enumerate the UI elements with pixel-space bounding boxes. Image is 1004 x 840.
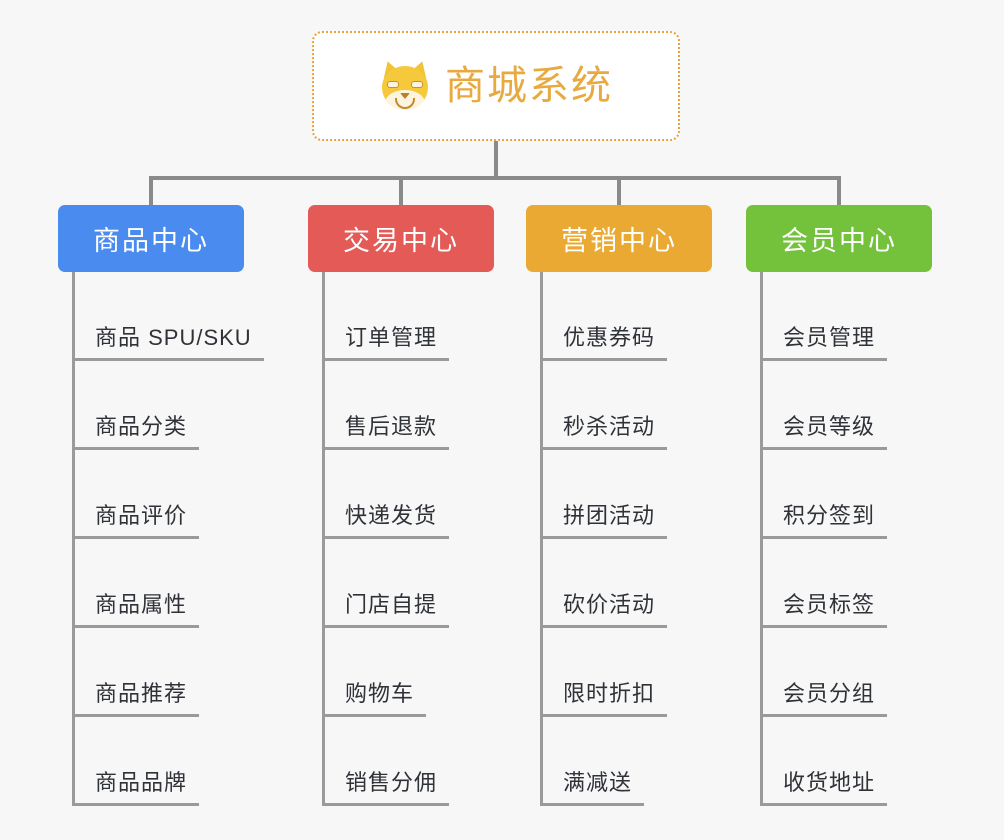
leaf-item[interactable]: 商品推荐 — [73, 628, 244, 717]
shiba-nose-icon — [400, 93, 410, 99]
leaf-item[interactable]: 积分签到 — [761, 450, 932, 539]
leaf-item[interactable]: 会员分组 — [761, 628, 932, 717]
leaf-item-label: 商品评价 — [73, 502, 200, 539]
branch-column-4: 会员中心会员管理会员等级积分签到会员标签会员分组收货地址 — [746, 205, 932, 806]
branch-spine-1 — [72, 272, 75, 806]
root-node[interactable]: 商城系统 — [312, 31, 680, 141]
shiba-eye-right-icon — [411, 81, 423, 88]
branch-column-2: 交易中心订单管理售后退款快递发货门店自提购物车销售分佣 — [308, 205, 494, 806]
leaf-item[interactable]: 会员管理 — [761, 272, 932, 361]
branch-header-4[interactable]: 会员中心 — [746, 205, 932, 272]
shiba-head-icon — [382, 66, 428, 110]
leaf-item-label: 会员管理 — [761, 324, 888, 361]
branch-header-2[interactable]: 交易中心 — [308, 205, 494, 272]
leaf-item-label: 限时折扣 — [541, 680, 668, 717]
leaf-item[interactable]: 收货地址 — [761, 717, 932, 806]
branch-column-1: 商品中心商品 SPU/SKU 商品分类商品评价商品属性商品推荐商品品牌 — [58, 205, 264, 806]
leaf-item[interactable]: 订单管理 — [323, 272, 494, 361]
connector-drop-4 — [837, 176, 841, 205]
leaf-item-label: 积分签到 — [761, 502, 888, 539]
leaf-item[interactable]: 快递发货 — [323, 450, 494, 539]
leaf-list-3: 优惠券码秒杀活动拼团活动砍价活动限时折扣满减送 — [526, 272, 712, 806]
leaf-item[interactable]: 销售分佣 — [323, 717, 494, 806]
leaf-item-label: 秒杀活动 — [541, 413, 668, 450]
leaf-item-label: 售后退款 — [323, 413, 450, 450]
leaf-item-label: 商品品牌 — [73, 769, 200, 806]
branch-header-3[interactable]: 营销中心 — [526, 205, 712, 272]
leaf-item[interactable]: 拼团活动 — [541, 450, 712, 539]
leaf-item-label: 商品分类 — [73, 413, 200, 450]
connector-bus — [149, 176, 841, 180]
leaf-item-label: 购物车 — [323, 680, 427, 717]
leaf-item-label: 门店自提 — [323, 591, 450, 628]
leaf-item[interactable]: 商品品牌 — [73, 717, 244, 806]
connector-root-stem — [494, 141, 498, 176]
leaf-item[interactable]: 商品属性 — [73, 539, 244, 628]
leaf-item-label: 订单管理 — [323, 324, 450, 361]
shiba-eye-left-icon — [387, 81, 399, 88]
leaf-item[interactable]: 门店自提 — [323, 539, 494, 628]
leaf-item[interactable]: 商品评价 — [73, 450, 244, 539]
leaf-item[interactable]: 商品 SPU/SKU — [73, 272, 264, 361]
leaf-item-label: 会员等级 — [761, 413, 888, 450]
leaf-item-label: 快递发货 — [323, 502, 450, 539]
leaf-list-1: 商品 SPU/SKU 商品分类商品评价商品属性商品推荐商品品牌 — [58, 272, 264, 806]
leaf-item[interactable]: 商品分类 — [73, 361, 244, 450]
leaf-item[interactable]: 满减送 — [541, 717, 712, 806]
leaf-item[interactable]: 售后退款 — [323, 361, 494, 450]
leaf-item[interactable]: 秒杀活动 — [541, 361, 712, 450]
leaf-item-label: 销售分佣 — [323, 769, 450, 806]
leaf-item-label: 商品推荐 — [73, 680, 200, 717]
connector-drop-1 — [149, 176, 153, 205]
branch-column-3: 营销中心优惠券码秒杀活动拼团活动砍价活动限时折扣满减送 — [526, 205, 712, 806]
leaf-item-label: 砍价活动 — [541, 591, 668, 628]
leaf-item[interactable]: 限时折扣 — [541, 628, 712, 717]
leaf-item-label: 满减送 — [541, 769, 645, 806]
connector-drop-2 — [399, 176, 403, 205]
leaf-item-label: 优惠券码 — [541, 324, 668, 361]
leaf-item-label: 拼团活动 — [541, 502, 668, 539]
leaf-item[interactable]: 优惠券码 — [541, 272, 712, 361]
leaf-item[interactable]: 会员等级 — [761, 361, 932, 450]
leaf-item-label: 商品属性 — [73, 591, 200, 628]
leaf-item-label: 会员分组 — [761, 680, 888, 717]
leaf-item-label: 收货地址 — [761, 769, 888, 806]
shiba-dog-icon — [379, 58, 431, 112]
leaf-item-label: 商品 SPU/SKU — [73, 324, 264, 361]
branch-spine-3 — [540, 272, 543, 806]
branch-header-1[interactable]: 商品中心 — [58, 205, 244, 272]
leaf-item-label: 会员标签 — [761, 591, 888, 628]
leaf-item[interactable]: 购物车 — [323, 628, 494, 717]
branch-spine-2 — [322, 272, 325, 806]
root-title: 商城系统 — [445, 64, 613, 108]
leaf-item[interactable]: 砍价活动 — [541, 539, 712, 628]
leaf-item[interactable]: 会员标签 — [761, 539, 932, 628]
leaf-list-2: 订单管理售后退款快递发货门店自提购物车销售分佣 — [308, 272, 494, 806]
leaf-list-4: 会员管理会员等级积分签到会员标签会员分组收货地址 — [746, 272, 932, 806]
connector-drop-3 — [617, 176, 621, 205]
branch-spine-4 — [760, 272, 763, 806]
